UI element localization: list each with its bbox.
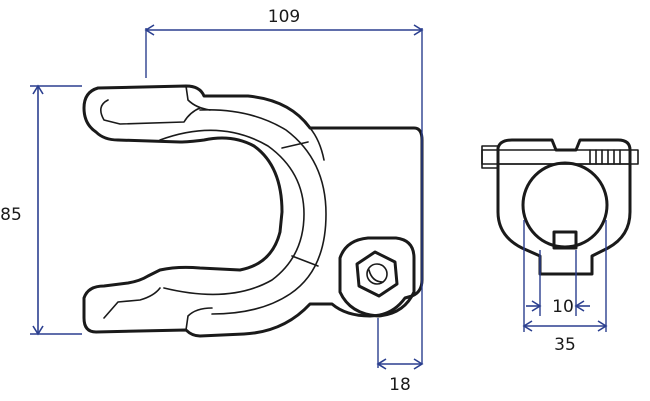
nut-bore (366, 263, 388, 285)
hex-nut (355, 250, 399, 298)
dim-height: 85 (0, 205, 22, 225)
fork-inner-curve (199, 109, 327, 315)
yoke-side-view (82, 84, 424, 338)
dimension-labels: 109 85 18 10 35 (0, 7, 576, 395)
bolt-thread (589, 149, 621, 165)
section-body-hatched (496, 138, 632, 276)
hub-step-line (309, 127, 325, 161)
yoke-section-view (481, 138, 639, 276)
keyway-notch (552, 230, 578, 250)
dim-hub-width: 18 (389, 375, 411, 395)
dimension-lines (30, 24, 608, 370)
dim-overall-length: 109 (268, 7, 300, 27)
fork-inner-curve-2 (159, 129, 305, 296)
fork-ridge (281, 141, 309, 149)
upper-arm-inner-edge (100, 99, 201, 125)
lower-arm-inner-edge (103, 287, 161, 319)
dim-section-width: 35 (554, 335, 576, 355)
fork-ridge-2 (291, 255, 319, 267)
section-bore (521, 161, 609, 249)
bolt-boss (338, 236, 416, 318)
dim-bore: 10 (552, 297, 574, 317)
nut-bore-inner (368, 269, 384, 283)
lower-arm-step (185, 307, 213, 331)
